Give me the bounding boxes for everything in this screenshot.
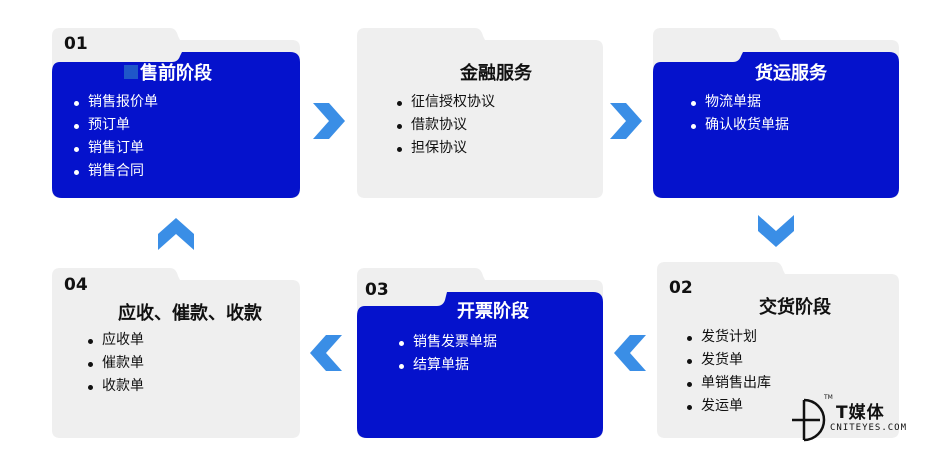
card-delivery: 02 交货阶段 发货计划 发货单 单销售出库 发运单	[657, 262, 899, 438]
list-item: 单销售出库	[687, 372, 771, 395]
list-item: 收款单	[88, 375, 144, 398]
card-presale-marker	[124, 65, 138, 79]
card-finance-shape	[357, 28, 603, 198]
list-item: 销售订单	[74, 137, 158, 160]
card-presale-shape	[52, 28, 300, 198]
card-collection-shape	[52, 268, 300, 438]
card-presale-number: 01	[64, 34, 88, 54]
arrow-right-icon	[610, 103, 642, 139]
card-freight-title: 货运服务	[755, 63, 827, 84]
list-item: 担保协议	[397, 137, 495, 160]
list-item: 借款协议	[397, 114, 495, 137]
card-delivery-list: 发货计划 发货单 单销售出库 发运单	[687, 326, 771, 418]
card-freight-list: 物流单据 确认收货单据	[691, 91, 789, 137]
card-freight: 货运服务 物流单据 确认收货单据	[653, 28, 899, 198]
arrow-left-icon	[614, 335, 646, 371]
card-delivery-number: 02	[669, 278, 693, 298]
card-freight-shape	[653, 28, 899, 198]
list-item: 发货计划	[687, 326, 771, 349]
tmedia-logo: TM T媒体 CNITEYES.COM	[790, 394, 940, 444]
card-delivery-shape	[657, 262, 899, 438]
card-invoice-number: 03	[365, 280, 389, 300]
card-delivery-title: 交货阶段	[759, 297, 831, 318]
card-invoice-title: 开票阶段	[457, 301, 529, 322]
card-invoice: 03 开票阶段 销售发票单据 结算单据	[357, 268, 603, 438]
list-item: 催款单	[88, 352, 144, 375]
list-item: 发货单	[687, 349, 771, 372]
list-item: 征信授权协议	[397, 91, 495, 114]
trademark-mark: TM	[824, 394, 833, 401]
card-finance: 金融服务 征信授权协议 借款协议 担保协议	[357, 28, 603, 198]
card-collection-number: 04	[64, 275, 88, 295]
card-presale-list: 销售报价单 预订单 销售订单 销售合同	[74, 91, 158, 183]
arrow-up-icon	[158, 218, 194, 250]
list-item: 确认收货单据	[691, 114, 789, 137]
card-collection: 04 应收、催款、收款 应收单 催款单 收款单	[52, 268, 300, 438]
arrow-right-icon	[313, 103, 345, 139]
card-presale: 01 售前阶段 销售报价单 预订单 销售订单 销售合同	[52, 28, 300, 198]
list-item: 物流单据	[691, 91, 789, 114]
logo-name: T媒体	[836, 403, 885, 423]
list-item: 预订单	[74, 114, 158, 137]
card-finance-title: 金融服务	[460, 63, 532, 84]
arrow-left-icon	[310, 335, 342, 371]
list-item: 销售报价单	[74, 91, 158, 114]
card-presale-title: 售前阶段	[140, 63, 212, 84]
card-invoice-shape	[357, 268, 603, 438]
arrow-down-icon	[758, 215, 794, 247]
list-item: 发运单	[687, 395, 771, 418]
list-item: 销售发票单据	[399, 331, 497, 354]
list-item: 结算单据	[399, 354, 497, 377]
card-collection-title: 应收、催款、收款	[118, 303, 262, 324]
logo-domain: CNITEYES.COM	[830, 423, 908, 433]
list-item: 销售合同	[74, 160, 158, 183]
card-collection-list: 应收单 催款单 收款单	[88, 329, 144, 398]
card-finance-list: 征信授权协议 借款协议 担保协议	[397, 91, 495, 160]
tmedia-logo-icon	[792, 398, 826, 442]
card-invoice-list: 销售发票单据 结算单据	[399, 331, 497, 377]
list-item: 应收单	[88, 329, 144, 352]
